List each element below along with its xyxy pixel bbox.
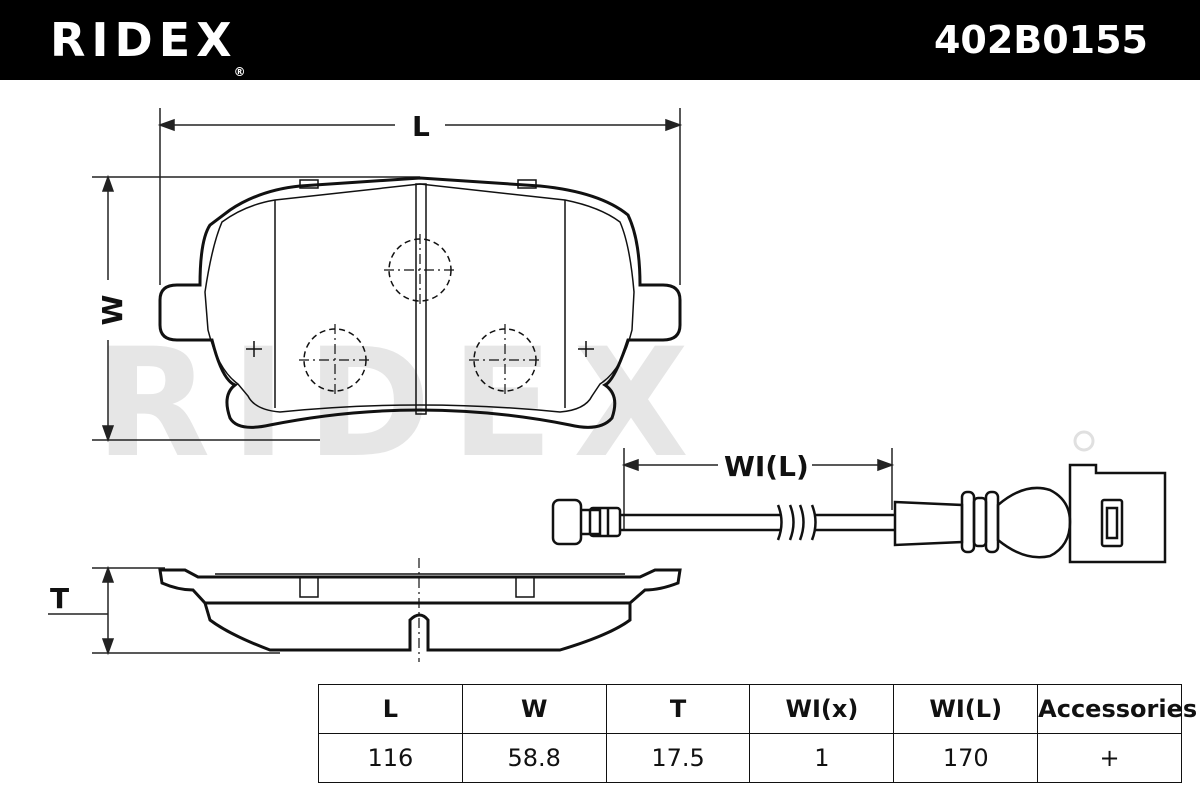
thickness-label: T bbox=[50, 582, 69, 615]
specs-header-w: W bbox=[461, 684, 607, 734]
specs-value-t: 17.5 bbox=[605, 733, 751, 783]
header-bar: RIDEX® 402B0155 bbox=[0, 0, 1200, 80]
length-label: L bbox=[412, 110, 430, 143]
brand-name: RIDEX bbox=[50, 13, 238, 67]
specs-value-accessories: + bbox=[1037, 733, 1182, 783]
thickness-dimension bbox=[48, 565, 280, 656]
specs-header-t: T bbox=[605, 684, 751, 734]
length-dimension bbox=[157, 108, 683, 285]
specs-value-wi-l: 170 bbox=[893, 733, 1039, 783]
brand-registered-mark: ® bbox=[233, 65, 246, 79]
specs-header-accessories: Accessories bbox=[1037, 684, 1197, 734]
specs-header-wi-l: WI(L) bbox=[893, 684, 1039, 734]
specs-header-wi-x: WI(x) bbox=[749, 684, 895, 734]
part-number: 402B0155 bbox=[933, 18, 1148, 62]
brake-pad-front-view bbox=[158, 176, 682, 429]
watermark: RIDEX bbox=[95, 317, 709, 491]
wear-indicator-sensor bbox=[551, 463, 1167, 564]
specs-table: L W T WI(x) WI(L) Accessories 116 58.8 1… bbox=[318, 684, 1197, 783]
specs-value-l: 116 bbox=[318, 733, 463, 783]
wear-indicator-length-dimension bbox=[621, 448, 895, 530]
watermark-registered-mark bbox=[1073, 430, 1095, 452]
specs-value-row: 116 58.8 17.5 1 170 + bbox=[318, 733, 1182, 783]
specs-value-w: 58.8 bbox=[461, 733, 607, 783]
wear-indicator-length-label: WI(L) bbox=[724, 450, 809, 483]
brake-pad-side-view bbox=[158, 568, 682, 652]
brake-pad-cross-marks bbox=[246, 341, 594, 357]
specs-header-l: L bbox=[318, 684, 463, 734]
brake-pad-centerlines bbox=[299, 234, 541, 396]
specs-header-row: L W T WI(x) WI(L) Accessories bbox=[318, 684, 1197, 734]
width-label: W bbox=[96, 294, 129, 325]
brand-logo: RIDEX® bbox=[50, 12, 250, 79]
specs-value-wi-x: 1 bbox=[749, 733, 895, 783]
width-dimension bbox=[92, 174, 420, 443]
